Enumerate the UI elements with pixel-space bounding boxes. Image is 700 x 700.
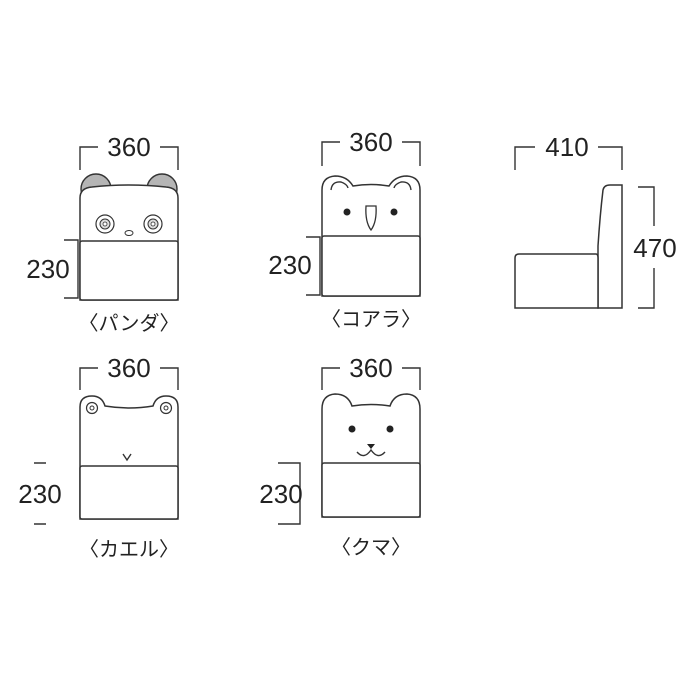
frog-caption: 〈カエル〉	[79, 537, 179, 561]
koala-nose	[365, 205, 377, 232]
bear-right-eye	[386, 425, 394, 433]
bear-mouth	[356, 448, 386, 457]
panda-width-label: 360	[107, 132, 150, 162]
frog-width-dimension: 360	[79, 353, 179, 390]
bear-chair: 360 230 〈クマ〉	[259, 353, 421, 559]
bear-caption: 〈クマ〉	[331, 535, 411, 559]
koala-left-eye	[343, 208, 351, 216]
frog-right-eye	[159, 401, 173, 415]
side-height-label: 470	[633, 233, 676, 263]
bear-height-dimension: 230	[259, 462, 303, 525]
panda-seat	[79, 240, 179, 301]
panda-height-label: 230	[26, 254, 69, 284]
frog-height-dimension: 230	[18, 462, 62, 525]
koala-width-dimension: 360	[321, 127, 421, 166]
koala-right-eye	[390, 208, 398, 216]
koala-seat	[321, 235, 421, 297]
panda-chair: 360 230 〈パンダ〉	[26, 132, 179, 335]
bear-seat	[321, 462, 421, 518]
koala-height-label: 230	[268, 250, 311, 280]
koala-width-label: 360	[349, 127, 392, 157]
side-backrest	[597, 184, 623, 309]
side-seat	[514, 253, 599, 309]
bear-width-dimension: 360	[321, 353, 421, 390]
panda-caption: 〈パンダ〉	[79, 311, 180, 335]
panda-height-dimension: 230	[26, 239, 79, 299]
frog-seat	[79, 465, 179, 520]
koala-right-inner-ear	[393, 181, 412, 191]
panda-left-eye	[95, 214, 115, 234]
frog-left-eye	[85, 401, 99, 415]
panda-nose	[124, 230, 134, 236]
bear-left-eye	[348, 425, 356, 433]
bear-nose	[367, 444, 375, 449]
side-depth-label: 410	[545, 132, 588, 162]
panda-right-eye	[143, 214, 163, 234]
koala-height-dimension: 230	[268, 236, 321, 296]
side-depth-dimension: 410	[514, 132, 623, 170]
koala-left-inner-ear	[330, 181, 349, 191]
side-view-chair: 410 470	[514, 132, 677, 309]
bear-width-label: 360	[349, 353, 392, 383]
frog-chair: 360 230 〈カエル〉	[18, 353, 179, 561]
panda-width-dimension: 360	[79, 132, 179, 170]
bear-height-label: 230	[259, 479, 302, 509]
side-height-dimension: 470	[633, 186, 677, 309]
frog-height-label: 230	[18, 479, 61, 509]
koala-caption: 〈コアラ〉	[321, 307, 421, 331]
koala-chair: 360 230 〈コアラ〉	[268, 127, 421, 331]
frog-mouth	[122, 453, 132, 462]
frog-width-label: 360	[107, 353, 150, 383]
